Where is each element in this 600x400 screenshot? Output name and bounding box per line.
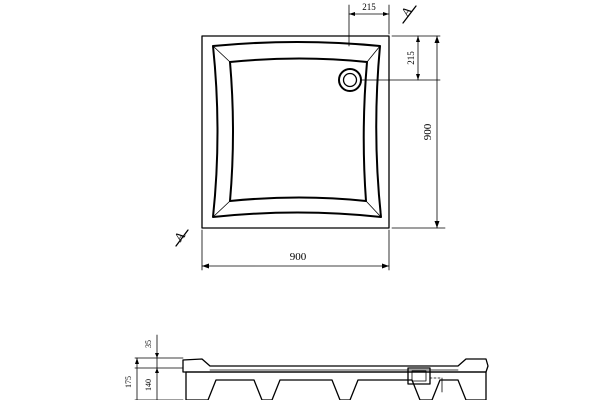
dimension-rim-thickness: 35 xyxy=(144,334,159,373)
dimension-base-height: 140 xyxy=(144,367,158,400)
drain-section-icon xyxy=(407,367,443,393)
tray-outer-outline xyxy=(201,35,390,229)
section-marker-top: A xyxy=(398,2,417,24)
section-base xyxy=(185,371,487,400)
section-marker-label: A xyxy=(398,2,416,19)
dimension-height: 900 xyxy=(391,35,446,229)
rim-corner-line xyxy=(365,200,382,218)
dimension-label: 175 xyxy=(124,376,133,388)
dimension-label: 140 xyxy=(144,379,153,391)
rim-corner-line xyxy=(212,45,231,63)
dimension-label: 900 xyxy=(290,251,307,263)
dimension-width: 900 xyxy=(201,229,390,271)
plan-view xyxy=(201,35,390,229)
dimension-label: 215 xyxy=(362,2,376,12)
dimension-total-height: 175 xyxy=(124,357,139,400)
dimension-label: 215 xyxy=(406,51,416,65)
rim-corner-line xyxy=(212,200,231,218)
dimension-drain-horizontal: 215 xyxy=(348,2,390,47)
tray-rim-outline xyxy=(212,41,382,218)
section-marker-bottom: A xyxy=(171,227,189,247)
dimension-label: 35 xyxy=(144,340,153,348)
dimension-label: 900 xyxy=(422,123,434,140)
drain-icon xyxy=(338,68,362,92)
section-marker-label: A xyxy=(171,227,189,244)
rim-corner-line xyxy=(366,45,381,63)
tray-basin-outline xyxy=(229,57,368,202)
dimension-drain-vertical: 215 xyxy=(361,35,441,81)
section-view xyxy=(134,357,489,400)
